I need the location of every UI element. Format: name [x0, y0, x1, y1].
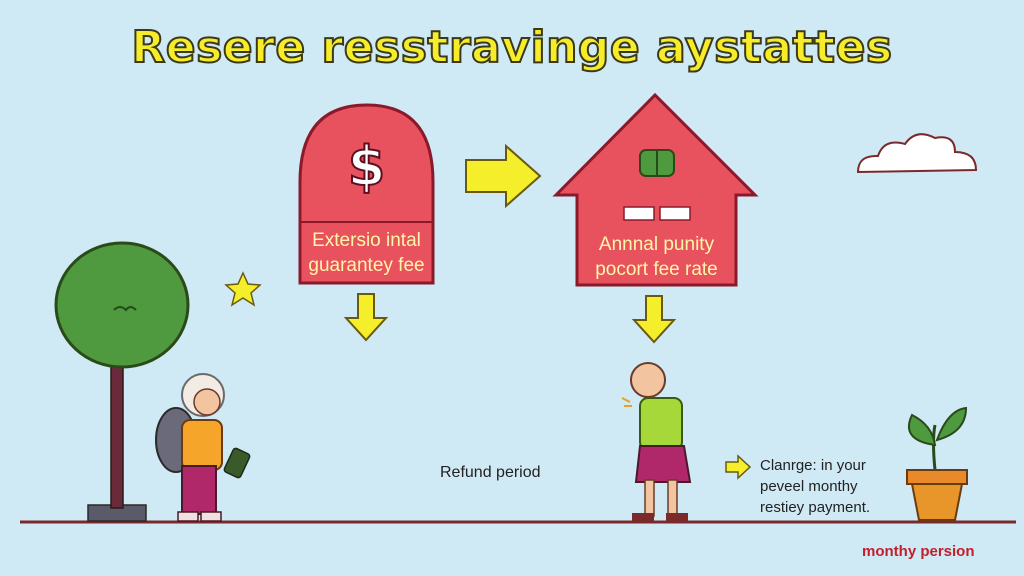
change-note-line-1: Clanrge: in your: [760, 457, 866, 474]
guarantee-fee-line-2: guarantey fee: [308, 255, 425, 276]
refund-period-label: Refund period: [440, 464, 541, 481]
annual-fee-line-1: Annnal punity: [598, 234, 715, 255]
annual-fee-house: [552, 92, 759, 287]
annual-fee-label: Annnal punity pocort fee rate: [574, 232, 739, 282]
dollar-symbol: $: [347, 134, 387, 199]
tree-icon: [54, 241, 190, 522]
arrow-down-right-icon: [631, 295, 677, 344]
elderly-woman-figure: [155, 373, 251, 522]
star-icon: [224, 271, 262, 307]
guarantee-fee-shield: [298, 103, 435, 285]
arrow-small-right-icon: [725, 454, 752, 480]
change-note: Clanrge: in your peveel monthy restiey p…: [760, 455, 900, 518]
change-note-line-2: peveel monthy: [760, 478, 858, 495]
cloud-icon: [856, 133, 978, 174]
arrow-down-left-icon: [343, 293, 389, 342]
walking-person-figure: [621, 362, 692, 522]
page-title: Resere resstravinge aystattes: [130, 21, 893, 74]
arrow-right-icon: [465, 143, 542, 209]
change-note-line-3: restiey payment.: [760, 499, 871, 516]
guarantee-fee-line-1: Extersio intal: [312, 230, 421, 251]
potted-plant-icon: [906, 406, 968, 521]
guarantee-fee-label: Extersio intal guarantey fee: [296, 228, 437, 278]
monthly-pension-label: monthy persion: [862, 543, 975, 560]
annual-fee-line-2: pocort fee rate: [595, 259, 718, 280]
